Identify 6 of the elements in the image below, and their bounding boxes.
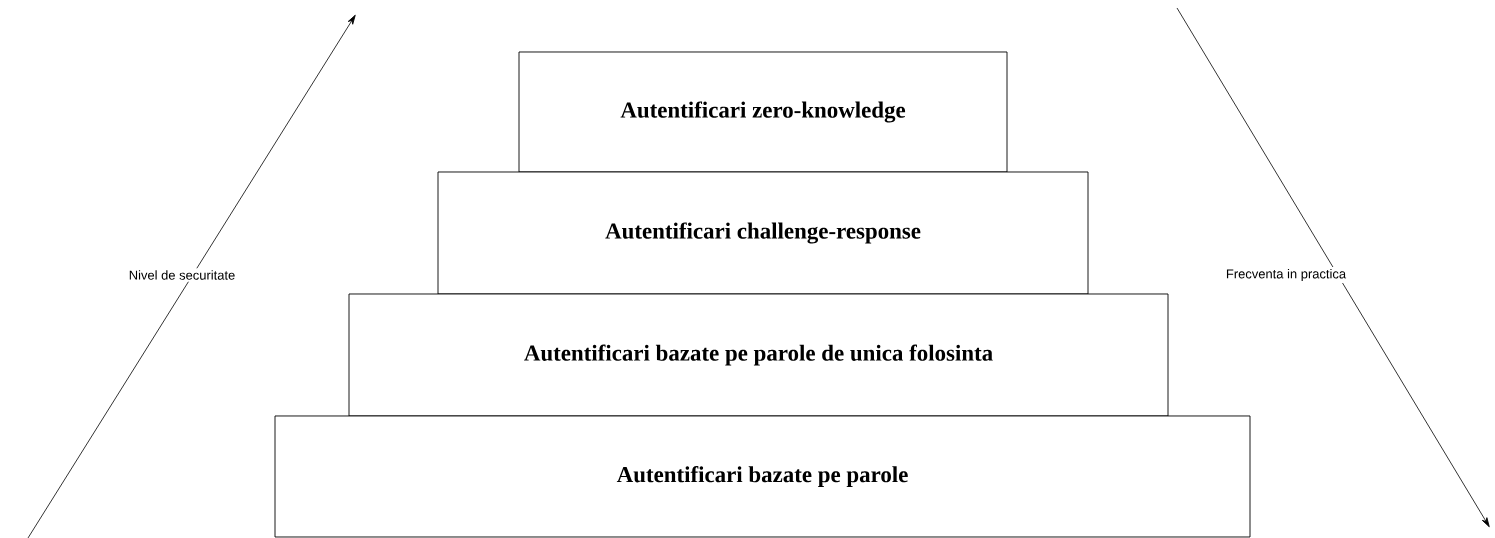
level-box: Autentificari bazate pe parole (274, 415, 1251, 538)
level-box: Autentificari bazate pe parole de unica folosinta (348, 293, 1169, 417)
level-box: Autentificari zero-knowledge (518, 51, 1008, 173)
axis-label: Nivel de securitate (126, 268, 238, 282)
axis-label: Frecventa in practica (1223, 266, 1349, 283)
level-box: Autentificari challenge-response (437, 171, 1089, 295)
